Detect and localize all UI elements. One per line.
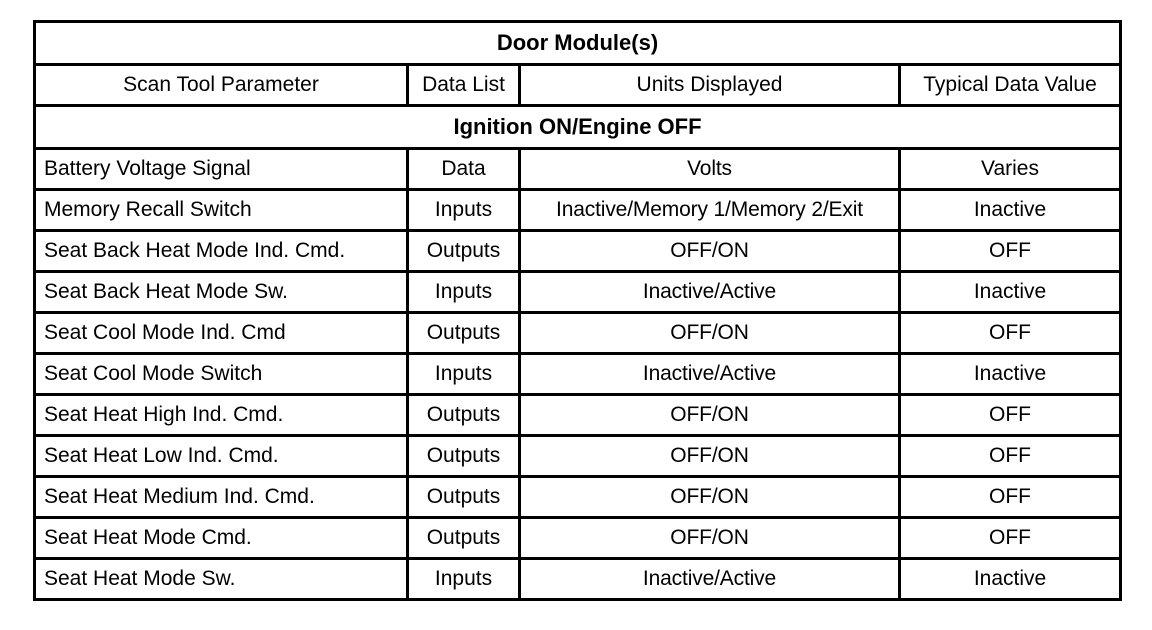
cell-units: OFF/ON	[518, 396, 898, 437]
cell-data-list: Outputs	[406, 519, 518, 560]
cell-units: Inactive/Active	[518, 273, 898, 314]
cell-data-list: Inputs	[406, 273, 518, 314]
cell-typical-value: Inactive	[898, 191, 1120, 232]
table-title: Door Module(s)	[36, 23, 1120, 66]
cell-units: OFF/ON	[518, 519, 898, 560]
cell-parameter: Memory Recall Switch	[36, 191, 406, 232]
cell-data-list: Outputs	[406, 396, 518, 437]
cell-parameter: Seat Heat High Ind. Cmd.	[36, 396, 406, 437]
section-heading-row: Ignition ON/Engine OFF	[36, 107, 1120, 150]
cell-typical-value: Varies	[898, 150, 1120, 191]
table-row: Memory Recall Switch Inputs Inactive/Mem…	[36, 191, 1120, 232]
cell-units: Inactive/Active	[518, 560, 898, 598]
cell-units: OFF/ON	[518, 232, 898, 273]
cell-typical-value: OFF	[898, 437, 1120, 478]
cell-units: Inactive/Memory 1/Memory 2/Exit	[518, 191, 898, 232]
cell-data-list: Inputs	[406, 560, 518, 598]
table-title-row: Door Module(s)	[36, 23, 1120, 66]
cell-typical-value: Inactive	[898, 560, 1120, 598]
table-row: Seat Heat Low Ind. Cmd. Outputs OFF/ON O…	[36, 437, 1120, 478]
cell-typical-value: OFF	[898, 232, 1120, 273]
column-header-units-displayed: Units Displayed	[518, 66, 898, 107]
cell-units: OFF/ON	[518, 478, 898, 519]
cell-parameter: Seat Heat Mode Cmd.	[36, 519, 406, 560]
cell-parameter: Seat Heat Low Ind. Cmd.	[36, 437, 406, 478]
table-row: Seat Cool Mode Switch Inputs Inactive/Ac…	[36, 355, 1120, 396]
cell-data-list: Outputs	[406, 232, 518, 273]
cell-parameter: Seat Heat Medium Ind. Cmd.	[36, 478, 406, 519]
table-row: Seat Heat High Ind. Cmd. Outputs OFF/ON …	[36, 396, 1120, 437]
table-row: Seat Cool Mode Ind. Cmd Outputs OFF/ON O…	[36, 314, 1120, 355]
column-header-data-list: Data List	[406, 66, 518, 107]
cell-units: OFF/ON	[518, 437, 898, 478]
scan-tool-data-table: Door Module(s) Scan Tool Parameter Data …	[33, 20, 1123, 601]
table-row: Seat Heat Mode Sw. Inputs Inactive/Activ…	[36, 560, 1120, 598]
cell-units: Volts	[518, 150, 898, 191]
cell-typical-value: Inactive	[898, 355, 1120, 396]
column-header-row: Scan Tool Parameter Data List Units Disp…	[36, 66, 1120, 107]
cell-parameter: Seat Back Heat Mode Ind. Cmd.	[36, 232, 406, 273]
cell-data-list: Outputs	[406, 478, 518, 519]
column-header-typical-data-value: Typical Data Value	[898, 66, 1120, 107]
cell-typical-value: Inactive	[898, 273, 1120, 314]
table-row: Seat Heat Mode Cmd. Outputs OFF/ON OFF	[36, 519, 1120, 560]
cell-data-list: Inputs	[406, 355, 518, 396]
cell-data-list: Outputs	[406, 314, 518, 355]
table-body: Door Module(s) Scan Tool Parameter Data …	[36, 23, 1120, 598]
cell-typical-value: OFF	[898, 396, 1120, 437]
cell-parameter: Seat Cool Mode Ind. Cmd	[36, 314, 406, 355]
table-row: Seat Heat Medium Ind. Cmd. Outputs OFF/O…	[36, 478, 1120, 519]
cell-units: OFF/ON	[518, 314, 898, 355]
table-row: Battery Voltage Signal Data Volts Varies	[36, 150, 1120, 191]
cell-data-list: Data	[406, 150, 518, 191]
table-row: Seat Back Heat Mode Ind. Cmd. Outputs OF…	[36, 232, 1120, 273]
cell-parameter: Battery Voltage Signal	[36, 150, 406, 191]
cell-typical-value: OFF	[898, 478, 1120, 519]
cell-typical-value: OFF	[898, 314, 1120, 355]
cell-typical-value: OFF	[898, 519, 1120, 560]
section-heading-ignition-on-engine-off: Ignition ON/Engine OFF	[36, 107, 1120, 150]
cell-data-list: Inputs	[406, 191, 518, 232]
cell-parameter: Seat Back Heat Mode Sw.	[36, 273, 406, 314]
cell-units: Inactive/Active	[518, 355, 898, 396]
cell-parameter: Seat Cool Mode Switch	[36, 355, 406, 396]
cell-parameter: Seat Heat Mode Sw.	[36, 560, 406, 598]
cell-data-list: Outputs	[406, 437, 518, 478]
table-row: Seat Back Heat Mode Sw. Inputs Inactive/…	[36, 273, 1120, 314]
column-header-scan-tool-parameter: Scan Tool Parameter	[36, 66, 406, 107]
